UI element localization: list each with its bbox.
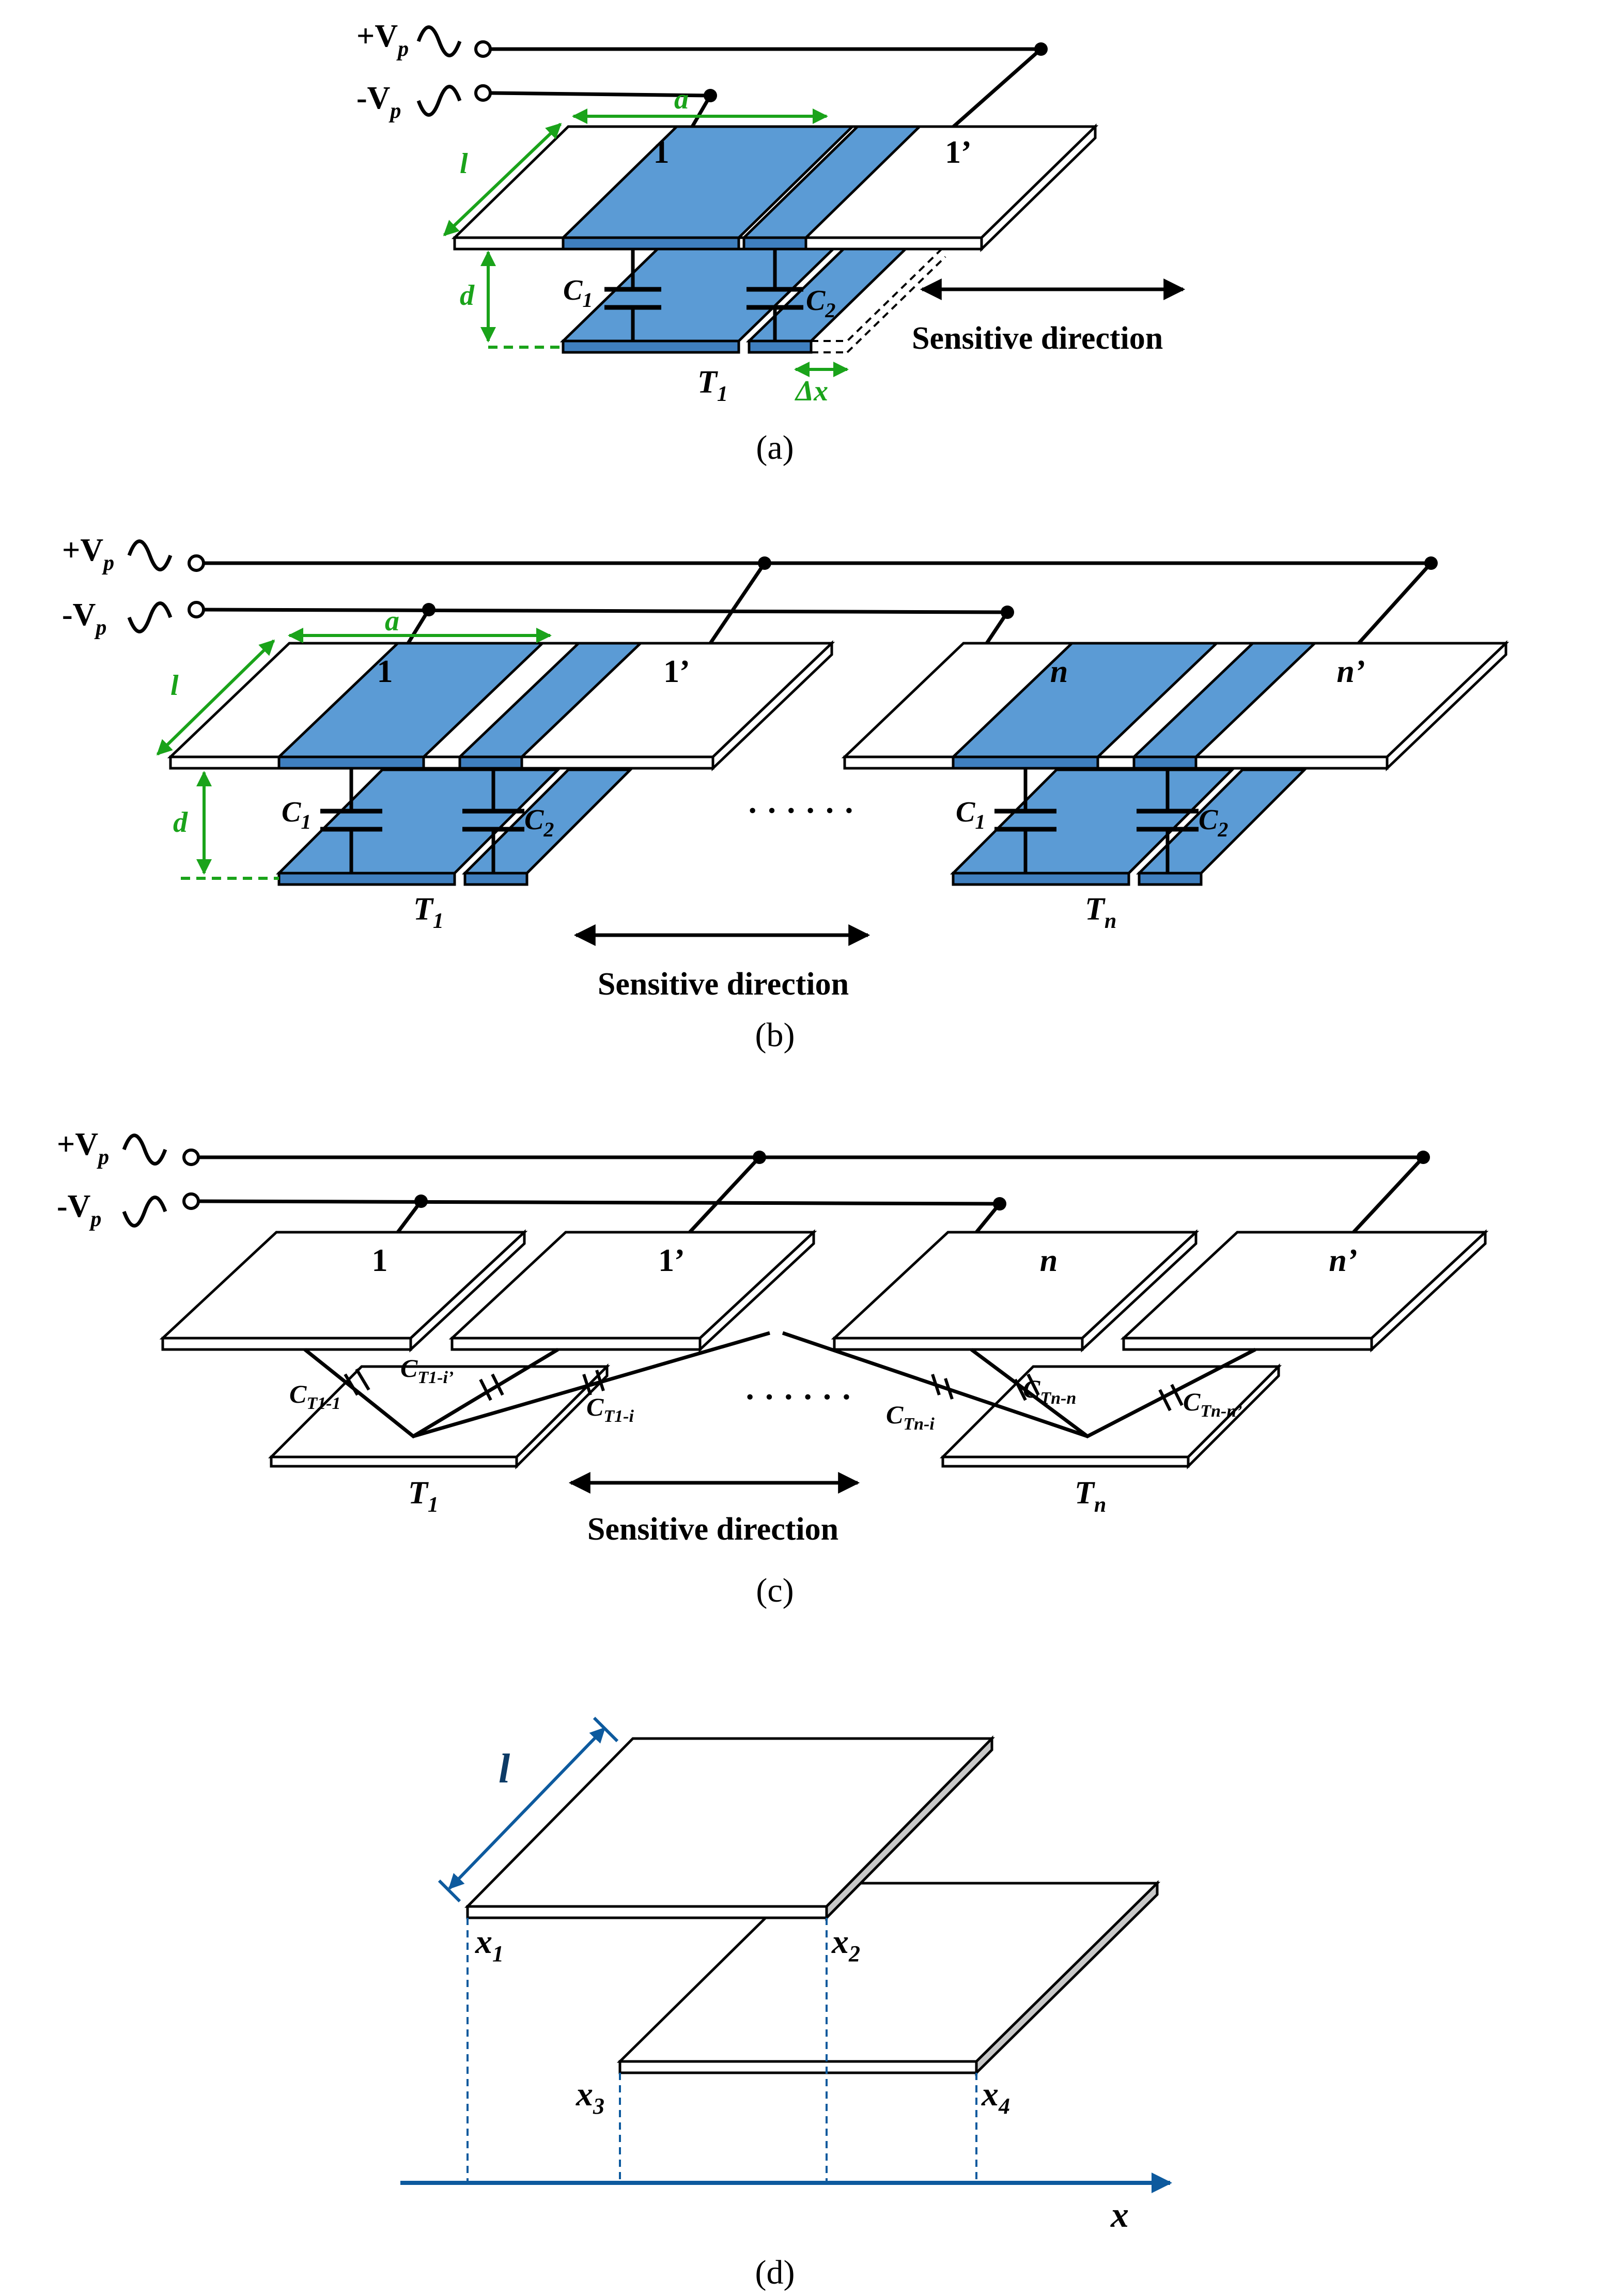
- dim-l-label-b: l: [170, 670, 179, 702]
- target-t1-label-a: T1: [697, 365, 728, 406]
- top-plates-a: [451, 123, 1099, 252]
- panel-d: l x x1 x2 x3 x4 (d): [400, 1716, 1172, 2291]
- cap-c2-label-b-left: C2: [524, 804, 554, 841]
- x4-label-d: x4: [981, 2075, 1010, 2119]
- sine-wave-plus-icon: [416, 25, 462, 57]
- capacitor-c1-b-left: [320, 768, 382, 873]
- target-tn-label-b: Tn: [1085, 892, 1116, 933]
- axis-x-label-d: x: [1110, 2195, 1129, 2235]
- capacitor-c1-b-right: [994, 768, 1056, 873]
- plate-np-label-c: n’: [1329, 1243, 1357, 1278]
- c-t1-1-label: CT1-1: [289, 1379, 340, 1413]
- caption-c: (c): [756, 1572, 794, 1609]
- cap-c1-label-b-left: C1: [282, 796, 311, 833]
- top-plates-b-left: [167, 640, 835, 771]
- x3-label-d: x3: [576, 2075, 604, 2119]
- target-electrodes-a: [559, 244, 948, 354]
- cap-c1-label-a: C1: [563, 274, 593, 312]
- x1-label-d: x1: [475, 1923, 504, 1966]
- dim-dx-label-a: Δx: [795, 375, 828, 407]
- supply-wires-a: [416, 25, 1048, 131]
- dimension-l-d: [448, 1727, 606, 1890]
- panel-a: +Vp -Vp 1 1’: [356, 19, 1186, 467]
- c-tn-n-label: CTn-n: [1023, 1374, 1076, 1408]
- lower-plate-d: [616, 1880, 1161, 2076]
- cap-c2-label-a: C2: [806, 285, 835, 322]
- c-t1-ip-label: CT1-i’: [400, 1354, 454, 1387]
- capacitor-c2-b-left: [462, 768, 524, 873]
- dim-l-label-d: l: [499, 1746, 510, 1792]
- caption-a: (a): [756, 429, 794, 467]
- plate-1-label-b: 1: [377, 654, 393, 689]
- target-t1-label-c: T1: [408, 1476, 439, 1517]
- dim-d-label-b: d: [173, 806, 188, 839]
- dim-a-label-b: a: [385, 605, 399, 637]
- projection-lines-d: [467, 1918, 977, 2183]
- x2-label-d: x2: [831, 1923, 860, 1966]
- target-tn-label-c: Tn: [1075, 1476, 1106, 1517]
- target-electrodes-b-left: [275, 768, 634, 886]
- caption-d: (d): [755, 2254, 795, 2291]
- vp-plus-label-b: +Vp: [62, 533, 114, 575]
- dim-d-label-a: d: [460, 280, 475, 312]
- dim-l-label-a: l: [460, 148, 468, 180]
- sensitive-direction-label-a: Sensitive direction: [912, 321, 1163, 356]
- capacitor-c2-b-right: [1137, 768, 1199, 873]
- plate-n-label-b: n: [1050, 654, 1068, 689]
- panel-b: +Vp -Vp 1 1’: [62, 533, 1510, 1054]
- sine-wave-minus-icon: [127, 601, 173, 633]
- plate-1p-label-b: 1’: [663, 654, 690, 689]
- cap-c1-label-b-right: C1: [956, 796, 985, 833]
- caption-b: (b): [755, 1016, 795, 1054]
- plate-1-label-c: 1: [372, 1243, 388, 1278]
- vp-minus-label-a: -Vp: [356, 81, 401, 123]
- supply-wires-b: [127, 539, 1438, 645]
- plate-1p-label-c: 1’: [658, 1243, 685, 1278]
- top-plates-b-right: [841, 640, 1510, 771]
- plate-np-label-b: n’: [1336, 654, 1365, 689]
- supply-wires-c: [122, 1134, 1430, 1234]
- target-electrodes-b-right: [950, 768, 1308, 886]
- vp-plus-label-c: +Vp: [57, 1127, 109, 1169]
- coupling-network-c: [303, 1331, 1256, 1439]
- top-plates-c: [159, 1229, 1489, 1353]
- plate-n-label-c: n: [1040, 1243, 1058, 1278]
- vp-minus-label-b: -Vp: [62, 597, 106, 640]
- ellipsis-b: · · · · · ·: [747, 792, 854, 829]
- plate-1-label-a: 1: [654, 135, 670, 170]
- capacitor-c1-a: [604, 249, 661, 341]
- dimension-l-a: [443, 122, 562, 237]
- cap-c2-label-b-right: C2: [1199, 804, 1228, 841]
- dimension-l-b: [156, 639, 275, 756]
- ellipsis-c: · · · · · ·: [744, 1378, 852, 1415]
- vp-minus-label-c: -Vp: [57, 1189, 101, 1231]
- sine-wave-minus-icon: [416, 85, 462, 117]
- sensitive-direction-label-c: Sensitive direction: [587, 1512, 838, 1547]
- sensitive-direction-label-b: Sensitive direction: [598, 967, 849, 1002]
- sine-wave-plus-icon: [127, 539, 173, 571]
- sine-wave-minus-icon: [122, 1196, 167, 1228]
- capacitor-c2-a: [747, 249, 803, 341]
- sine-wave-plus-icon: [122, 1134, 167, 1166]
- panel-c: +Vp -Vp 1 1’ n: [57, 1127, 1489, 1609]
- c-t1-i-label: CT1-i: [586, 1392, 634, 1426]
- target-t1-label-b: T1: [413, 892, 444, 933]
- dim-a-label-a: a: [674, 83, 689, 115]
- c-tn-i-label: CTn-i: [886, 1400, 935, 1434]
- vp-plus-label-a: +Vp: [356, 19, 409, 61]
- plate-1p-label-a: 1’: [945, 135, 972, 170]
- c-tn-np-label: CTn-n’: [1183, 1387, 1242, 1421]
